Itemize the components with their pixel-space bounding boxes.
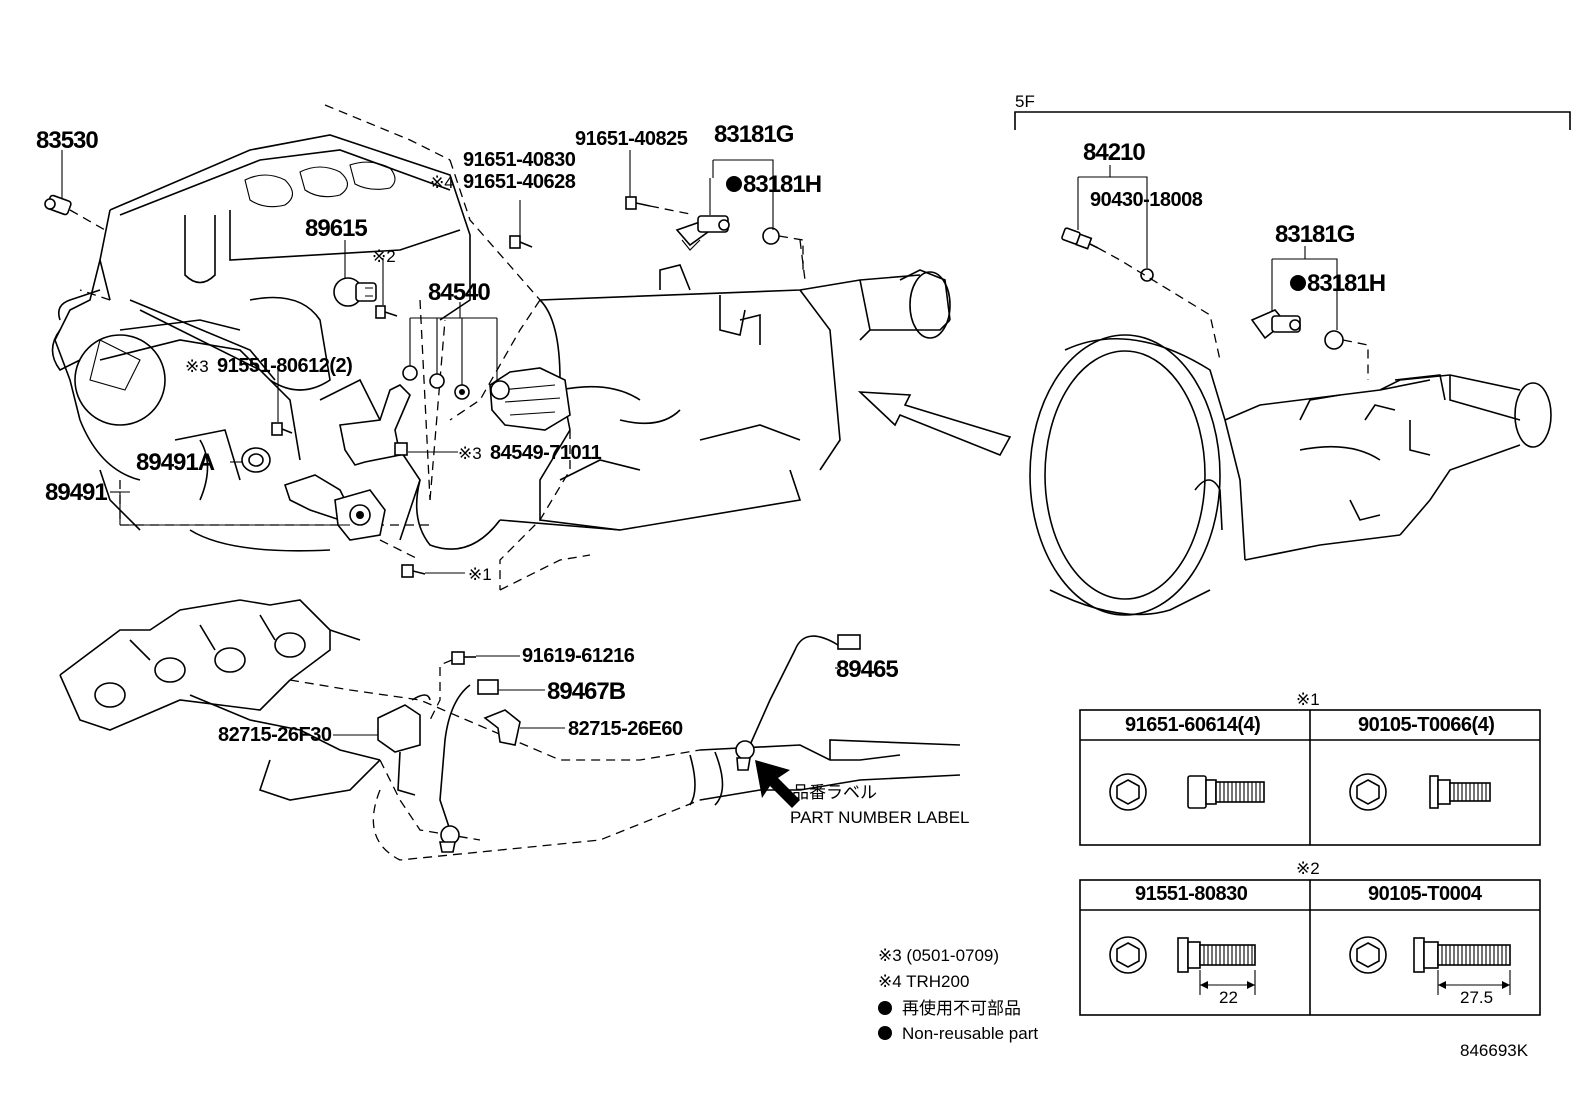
engine-illustration	[51, 134, 471, 552]
table-2-col1: 91551-80830	[1135, 883, 1248, 905]
bolt-91651-40628	[509, 235, 533, 249]
label-84540: 84540	[428, 279, 490, 306]
note-3: ※3 (0501-0709)	[878, 946, 999, 965]
label-89467B: 89467B	[547, 678, 626, 705]
part-83181G-left-sensor	[675, 215, 730, 251]
bolt-mark1-left	[401, 564, 426, 578]
label-83181H-left: 83181H	[743, 171, 821, 198]
part-82715-26E60-bracket	[483, 709, 521, 746]
label-84549-71011: 84549-71011	[490, 442, 602, 464]
label-mark3-b: ※3	[458, 444, 482, 463]
part-labels: 5F 83530 89615 ※2 91651-40830 ※4 91651-4…	[36, 92, 1386, 827]
non-reusable-dot	[878, 1026, 892, 1040]
label-90430-18008: 90430-18008	[1090, 189, 1203, 211]
label-83181H-right: 83181H	[1307, 270, 1385, 297]
label-84210: 84210	[1083, 139, 1145, 166]
label-89465: 89465	[836, 656, 898, 683]
label-91651-40628: 91651-40628	[463, 171, 576, 193]
leader-lines	[61, 150, 1338, 736]
label-91551-80612: 91551-80612(2)	[217, 355, 352, 377]
legend-notes: ※3 (0501-0709) ※4 TRH200 再使用不可部品 Non-reu…	[878, 946, 1038, 1043]
table-1-col2: 90105-T0066(4)	[1358, 714, 1494, 736]
label-89491: 89491	[45, 479, 107, 506]
label-89615: 89615	[305, 215, 367, 242]
label-82715-26E60: 82715-26E60	[568, 718, 683, 740]
label-mark2-left: ※2	[372, 247, 396, 266]
label-82715-26F30: 82715-26F30	[218, 724, 332, 746]
part-82715-26F30-bracket	[377, 694, 431, 796]
label-83530: 83530	[36, 127, 98, 154]
part-89467B-oxygen-sensor	[439, 679, 499, 853]
group-label-5f: 5F	[1015, 92, 1035, 111]
bolt-91651-40825	[625, 196, 691, 215]
part-84210-switch	[1061, 227, 1099, 250]
part-84549-bracket	[339, 384, 411, 466]
label-83181G-right: 83181G	[1275, 221, 1355, 248]
part-89615-knock-sensor	[333, 277, 377, 307]
part-83530-sensor	[44, 194, 106, 231]
bolt-mark2	[375, 305, 398, 319]
bolt-table-2: ※2 91551-80830 90105-T0004 22 27.5	[1079, 859, 1541, 1016]
note-non-reusable-jp: 再使用不可部品	[902, 998, 1021, 1018]
part-83181H-right-oring	[1324, 330, 1369, 380]
label-mark4: ※4	[430, 173, 454, 192]
non-reusable-dot	[1290, 275, 1306, 291]
label-arrow	[755, 760, 800, 808]
table-2-dim1: 22	[1219, 988, 1238, 1007]
label-91651-40825: 91651-40825	[575, 128, 688, 150]
part-83181H-left-oring	[762, 227, 804, 270]
table-1-col1: 91651-60614(4)	[1125, 714, 1260, 736]
note-4: ※4 TRH200	[878, 972, 969, 991]
label-part-number-jp: 品番ラベル	[792, 783, 877, 802]
bolt-table-1: ※1 91651-60614(4) 90105-T0066(4)	[1079, 690, 1541, 846]
label-83181G-left: 83181G	[714, 121, 794, 148]
diagram-id: 846693K	[1460, 1041, 1529, 1060]
label-part-number-en: PART NUMBER LABEL	[790, 808, 970, 827]
part-83181G-right-sensor	[1250, 309, 1301, 340]
part-89491-sensor	[283, 474, 386, 541]
label-89491A: 89491A	[136, 449, 215, 476]
gearbox-5f-illustration	[1014, 111, 1571, 616]
part-89465-oxygen-sensor	[735, 634, 861, 771]
bolt-91619-61216	[429, 651, 476, 721]
table-2-dim2: 27.5	[1460, 988, 1493, 1007]
label-mark3-a: ※3	[185, 357, 209, 376]
bolt-91551-80612	[271, 422, 293, 436]
label-91651-40830: 91651-40830	[463, 149, 576, 171]
non-reusable-dot	[878, 1001, 892, 1015]
direction-arrow	[857, 391, 1012, 457]
label-mark1-left: ※1	[468, 565, 492, 584]
part-89491A-seal	[241, 447, 271, 473]
table-2-col2: 90105-T0004	[1368, 883, 1483, 905]
note-non-reusable-en: Non-reusable part	[902, 1024, 1038, 1043]
table-2-mark: ※2	[1296, 859, 1320, 878]
part-90430-gasket	[1097, 247, 1221, 361]
table-1-mark: ※1	[1296, 690, 1320, 709]
part-84540-switch	[402, 365, 571, 431]
non-reusable-dot	[726, 176, 742, 192]
label-91619-61216: 91619-61216	[522, 645, 635, 667]
transmission-illustration	[324, 104, 951, 591]
